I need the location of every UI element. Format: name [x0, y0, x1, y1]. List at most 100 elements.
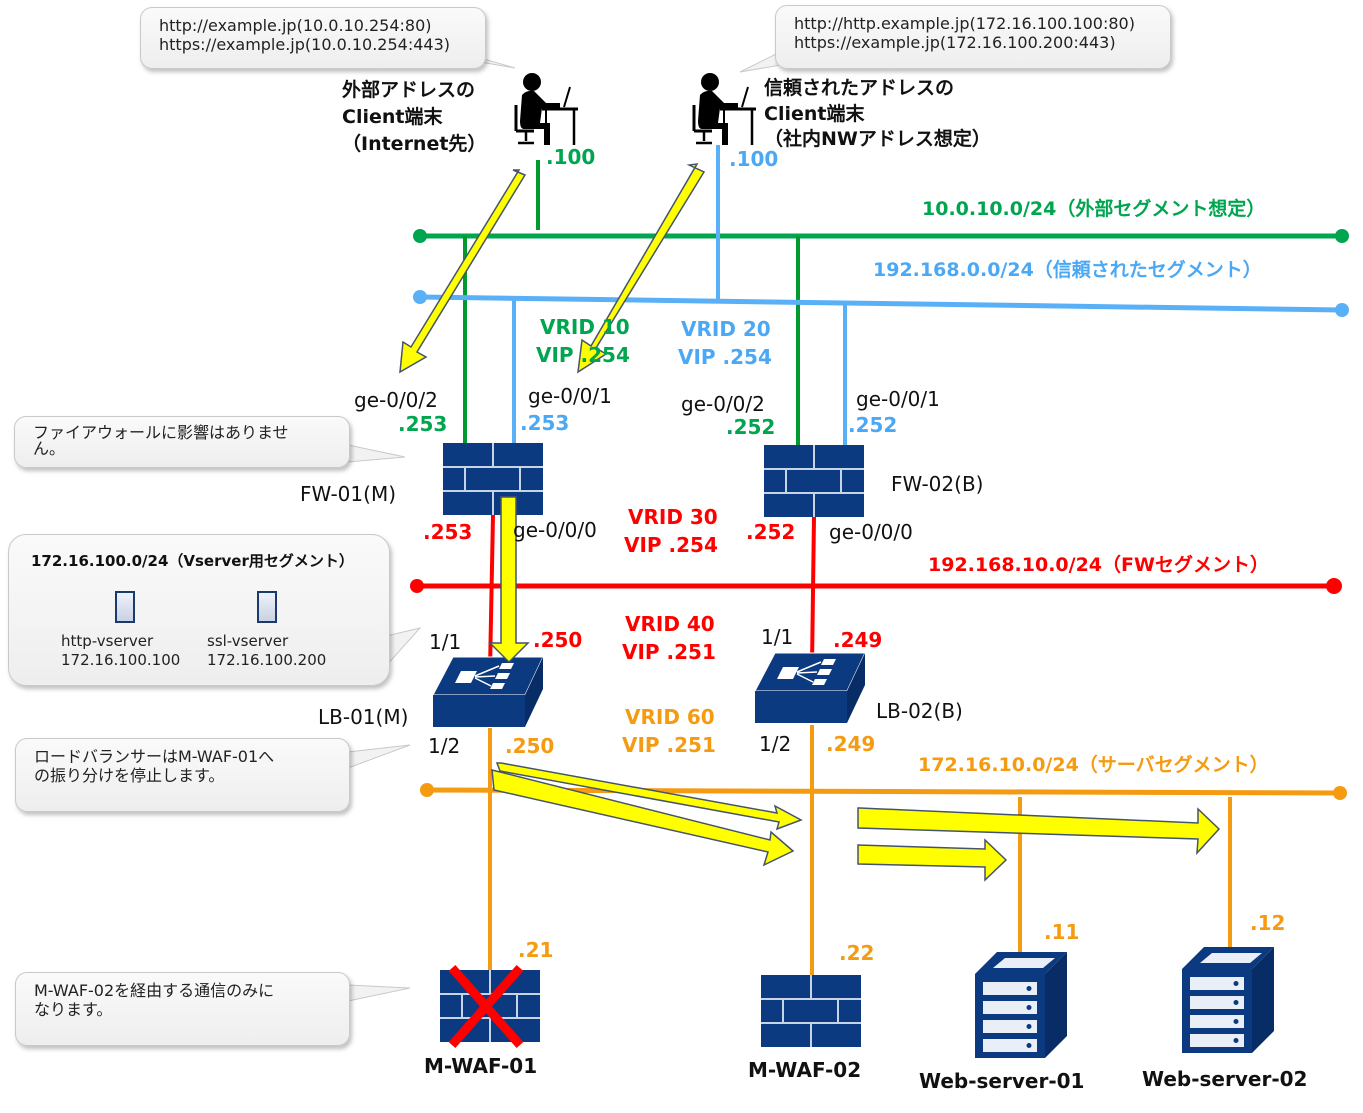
- external-client-icon: [514, 71, 580, 147]
- vrid-60-vip: VIP .251: [622, 733, 716, 757]
- fw-02-fw-ip: .252: [746, 520, 796, 544]
- trusted-client-label-1: 信頼されたアドレスの: [764, 77, 955, 99]
- m-waf-02-icon[interactable]: [760, 974, 862, 1048]
- lb-01-name: LB-01(M): [318, 705, 409, 729]
- trusted-client-icon: [692, 71, 758, 147]
- fw-02-trust-port: ge-0/0/1: [856, 387, 940, 411]
- vrid-10-label: VRID 10: [540, 315, 630, 339]
- external-client-label-3: （Internet先）: [342, 133, 487, 155]
- ssl-vserver-ip: 172.16.100.200: [207, 651, 327, 669]
- flow-arrow-to-server-02: [857, 807, 1221, 856]
- traffic-flow-arrows: [399, 163, 1221, 882]
- flow-arrow-to-waf02-b: [491, 769, 795, 867]
- firewall-note-callout: ファイアウォールに影響はありませ ん。: [14, 416, 350, 468]
- external-https-url: https://example.jp(10.0.10.254:443): [159, 35, 451, 55]
- fw-01-ext-ip: .253: [398, 412, 448, 436]
- m-waf-02-ip: .22: [839, 941, 875, 965]
- lb-02-down-port: 1/2: [759, 732, 792, 756]
- lb-01-up-ip: .250: [533, 628, 583, 652]
- firewall-note-line-1: ファイアウォールに影響はありませ: [33, 423, 289, 442]
- web-server-01-ip: .11: [1044, 920, 1080, 944]
- fw-segment-label: 192.168.10.0/24（FWセグメント）: [928, 554, 1269, 576]
- m-waf-01-ip: .21: [518, 938, 554, 962]
- lb-02-name: LB-02(B): [876, 699, 963, 723]
- trusted-https-url: https://example.jp(172.16.100.200:443): [794, 33, 1116, 53]
- external-http-url: http://example.jp(10.0.10.254:80): [159, 16, 432, 35]
- failure-x-icon: [448, 965, 524, 1048]
- lb-02-down-ip: .249: [826, 732, 876, 756]
- m-waf-02-name: M-WAF-02: [748, 1058, 862, 1082]
- trusted-http-url: http://http.example.jp(172.16.100.100:80…: [794, 14, 1135, 33]
- flow-arrow-to-server-01: [857, 838, 1008, 882]
- vrid-30-vip: VIP .254: [624, 533, 718, 557]
- vrid-40-label: VRID 40: [625, 612, 715, 636]
- firewall-note-line-2: ん。: [33, 439, 66, 458]
- fw-02-ext-ip: .252: [726, 415, 776, 439]
- fw-01-trust-port: ge-0/0/1: [528, 384, 612, 408]
- fw-01-ext-port: ge-0/0/2: [354, 388, 438, 412]
- lb-02-up-port: 1/1: [761, 625, 794, 649]
- lb-note-line-1: ロードバランサーはM-WAF-01へ: [34, 747, 275, 766]
- flow-arrow-trusted: [577, 163, 706, 374]
- lb-01-down-ip: .250: [505, 734, 555, 758]
- web-server-01-name: Web-server-01: [919, 1069, 1085, 1093]
- trusted-client-label-3: （社内NWアドレス想定）: [764, 128, 991, 150]
- lb-note-callout: ロードバランサーはM-WAF-01へ の振り分けを停止します。: [15, 738, 350, 812]
- trusted-client-label-2: Client端末: [764, 103, 865, 125]
- vserver-callout: 172.16.100.0/24（Vserver用セグメント） http-vser…: [8, 534, 390, 686]
- web-server-02-ip: .12: [1250, 911, 1286, 935]
- fw-segment-bus: [410, 514, 1342, 671]
- trusted-segment-bus: [413, 145, 1349, 445]
- fw-02-name: FW-02(B): [891, 472, 984, 496]
- external-client-ip: .100: [546, 145, 596, 169]
- external-client-label-1: 外部アドレスの: [342, 79, 476, 101]
- fw-01-icon[interactable]: [442, 442, 544, 516]
- waf-note-callout: M-WAF-02を経由する通信のみに なります。: [15, 972, 350, 1046]
- external-url-callout: http://example.jp(10.0.10.254:80) https:…: [140, 7, 486, 69]
- fw-01-name: FW-01(M): [300, 482, 396, 506]
- vrid-20-vip: VIP .254: [678, 345, 772, 369]
- trusted-segment-label: 192.168.0.0/24（信頼されたセグメント）: [873, 259, 1262, 281]
- web-server-02-icon[interactable]: [1182, 947, 1274, 1053]
- http-vserver-icon: [115, 591, 135, 623]
- web-server-01-icon[interactable]: [975, 952, 1067, 1058]
- server-segment-bus: [420, 725, 1347, 975]
- http-vserver-ip: 172.16.100.100: [61, 651, 181, 669]
- waf-note-line-2: なります。: [34, 1000, 113, 1020]
- web-server-02-name: Web-server-02: [1142, 1067, 1308, 1091]
- vrid-40-vip: VIP .251: [622, 640, 716, 664]
- fw-01-fw-port: ge-0/0/0: [513, 518, 597, 542]
- external-client-label-2: Client端末: [342, 106, 443, 128]
- external-segment-label: 10.0.10.0/24（外部セグメント想定）: [922, 198, 1266, 220]
- lb-01-down-port: 1/2: [428, 734, 461, 758]
- server-segment-label: 172.16.10.0/24（サーバセグメント）: [918, 754, 1269, 776]
- ssl-vserver-icon: [257, 591, 277, 623]
- flow-arrow-external: [399, 169, 527, 374]
- vrid-10-vip: VIP .254: [536, 343, 630, 367]
- vrid-30-label: VRID 30: [628, 505, 718, 529]
- lb-01-up-port: 1/1: [429, 630, 462, 654]
- fw-02-icon[interactable]: [763, 444, 865, 518]
- ssl-vserver-name: ssl-vserver: [207, 632, 289, 650]
- vrid-20-label: VRID 20: [681, 317, 771, 341]
- flow-arrow-to-waf02-a: [495, 762, 803, 831]
- waf-note-line-1: M-WAF-02を経由する通信のみに: [34, 981, 275, 1000]
- fw-02-ext-port: ge-0/0/2: [681, 392, 765, 416]
- lb-note-line-2: の振り分けを停止します。: [34, 766, 225, 786]
- lb-02-icon[interactable]: [754, 652, 866, 724]
- trusted-client-ip: .100: [729, 147, 779, 171]
- lb-01-icon[interactable]: [432, 656, 544, 728]
- lb-02-up-ip: .249: [833, 628, 883, 652]
- http-vserver-name: http-vserver: [61, 632, 154, 650]
- fw-01-fw-ip: .253: [423, 520, 473, 544]
- fw-02-fw-port: ge-0/0/0: [829, 520, 913, 544]
- fw-02-trust-ip: .252: [848, 413, 898, 437]
- fw-01-trust-ip: .253: [520, 411, 570, 435]
- flow-arrow-fw-to-lb: [488, 496, 530, 664]
- m-waf-01-name: M-WAF-01: [424, 1054, 538, 1078]
- vserver-segment-title: 172.16.100.0/24（Vserver用セグメント）: [31, 552, 354, 570]
- vrid-60-label: VRID 60: [625, 705, 715, 729]
- trusted-url-callout: http://http.example.jp(172.16.100.100:80…: [775, 5, 1171, 69]
